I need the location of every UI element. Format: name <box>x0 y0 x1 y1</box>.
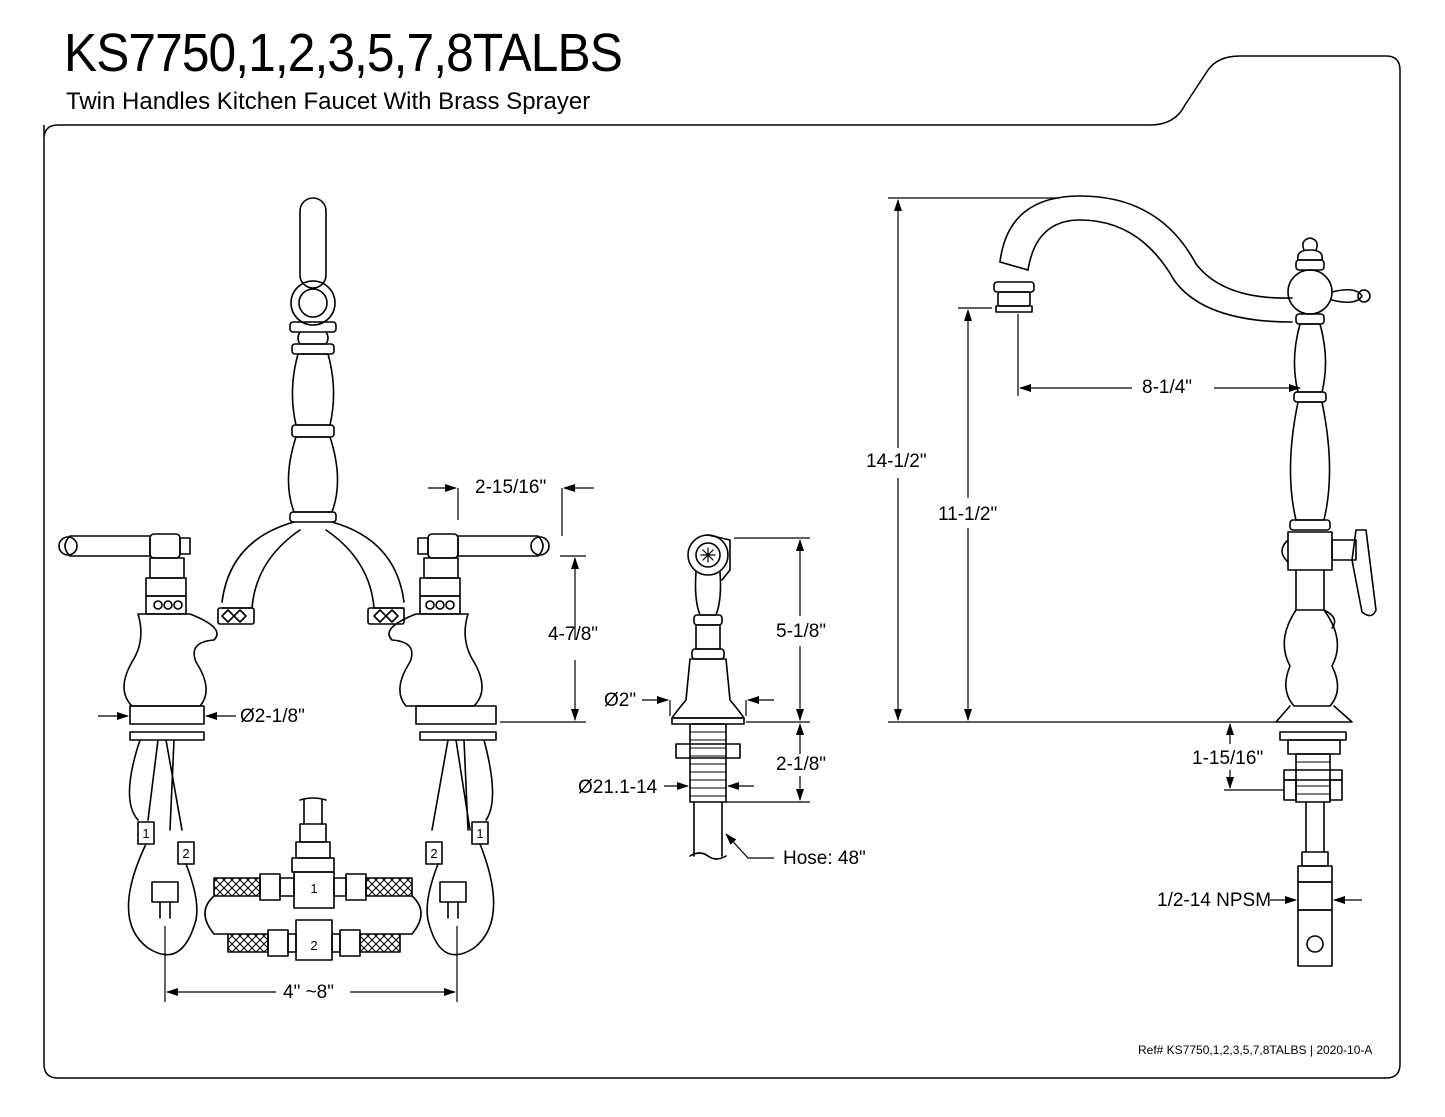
hose-tag-left-outer-label: 1 <box>142 826 149 841</box>
side-shank <box>1295 753 1331 803</box>
dim-sprayer-height: 5-1/8" <box>776 621 827 642</box>
braided-hose-lower-right <box>359 933 401 953</box>
hose-tag-right-inner <box>425 841 443 865</box>
dim-ext-handle-spacing <box>457 488 563 536</box>
center-outlet-nut <box>299 823 327 843</box>
dim-spout-height: 11-1/2" <box>938 504 998 525</box>
left-hose-nut <box>151 881 179 903</box>
hose-tag-left-inner-label: 2 <box>182 846 189 861</box>
side-base-body <box>1283 609 1339 707</box>
side-valve-block <box>1287 531 1333 571</box>
spout-tip <box>299 197 327 289</box>
bridge-band-left <box>217 607 255 625</box>
dim-ext-spread <box>164 926 458 1002</box>
reference-number: Ref# KS7750,1,2,3,5,7,8TALBS | 2020-10-A <box>1138 1043 1373 1057</box>
side-inlet-fitting <box>1297 909 1333 967</box>
valve-bottom-label: 2 <box>310 938 317 953</box>
bridge-arch-outer <box>221 521 405 603</box>
hose-tag-labels: 1 2 2 1 1 2 <box>142 826 483 953</box>
column-upper <box>291 353 335 426</box>
dim-total-height: 14-1/2" <box>866 451 927 472</box>
side-mount-plate <box>1279 731 1347 741</box>
valve-top-label: 1 <box>310 881 317 896</box>
page-title: KS7750,1,2,3,5,7,8TALBS <box>64 23 623 83</box>
right-mount-plate <box>419 731 497 741</box>
dim-inlet-thread: 1/2-14 NPSM <box>1157 890 1272 911</box>
hose-tag-right-inner-label: 2 <box>430 846 437 861</box>
sprayer-neck <box>694 571 722 616</box>
braided-hose-upper-right <box>365 877 413 897</box>
spout-arc-outer <box>999 195 1293 299</box>
side-supply-tube <box>1305 801 1325 853</box>
spout-ring <box>290 280 336 326</box>
dim-ext-handle-height <box>500 555 586 723</box>
side-column <box>1289 401 1331 521</box>
dim-spout-reach: 8-1/4" <box>1142 377 1193 398</box>
spout-arc-inner <box>1027 219 1293 323</box>
spout-aerator <box>993 281 1035 293</box>
bridge-band-right <box>367 607 405 625</box>
right-hose-nut <box>439 881 467 903</box>
left-lever-handle <box>64 535 151 557</box>
center-outlet-hose <box>303 799 323 825</box>
dim-center-spread: 4" ~8" <box>283 982 334 1003</box>
dim-ext-sprayer-height <box>734 537 810 723</box>
left-valve-body <box>123 613 218 707</box>
side-inlet-nut <box>1297 881 1333 911</box>
sprayer-shank <box>689 723 727 803</box>
left-mount-plate <box>129 731 205 741</box>
faucet-hub <box>1287 269 1333 315</box>
dim-under-deck: 1-15/16" <box>1192 748 1264 769</box>
dim-hose-length: Hose: 48" <box>783 848 866 869</box>
dim-shank-length: 2-1/8" <box>776 754 827 775</box>
side-lever-handle <box>1351 529 1377 617</box>
sprayer-base-body <box>671 658 745 719</box>
dim-shank-thread: Ø21.1-14 <box>578 777 658 798</box>
bridge-faucet-front-view <box>58 197 550 961</box>
drawing-frame <box>43 55 1401 1079</box>
column-lower <box>287 436 339 513</box>
hub-knob <box>1331 288 1363 304</box>
page-subtitle: Twin Handles Kitchen Faucet With Brass S… <box>66 88 591 115</box>
side-sprayer-view <box>671 534 745 860</box>
braided-hose-lower-left <box>227 933 269 953</box>
sprayer-hose <box>693 801 723 857</box>
dim-handle-height: 4-7/8" <box>548 624 599 645</box>
braided-hose-upper-left <box>213 877 261 897</box>
dim-base-diameter: Ø2-1/8" <box>240 706 305 727</box>
right-lever-handle <box>457 535 544 557</box>
faucet-side-view <box>993 195 1377 967</box>
dim-sprayer-diameter: Ø2" <box>604 690 637 711</box>
right-valve-body <box>388 613 483 707</box>
hose-tag-right-outer-label: 1 <box>476 826 483 841</box>
sprayer-mount-nut <box>675 743 741 759</box>
dim-handle-spacing: 2-15/16" <box>475 477 547 498</box>
